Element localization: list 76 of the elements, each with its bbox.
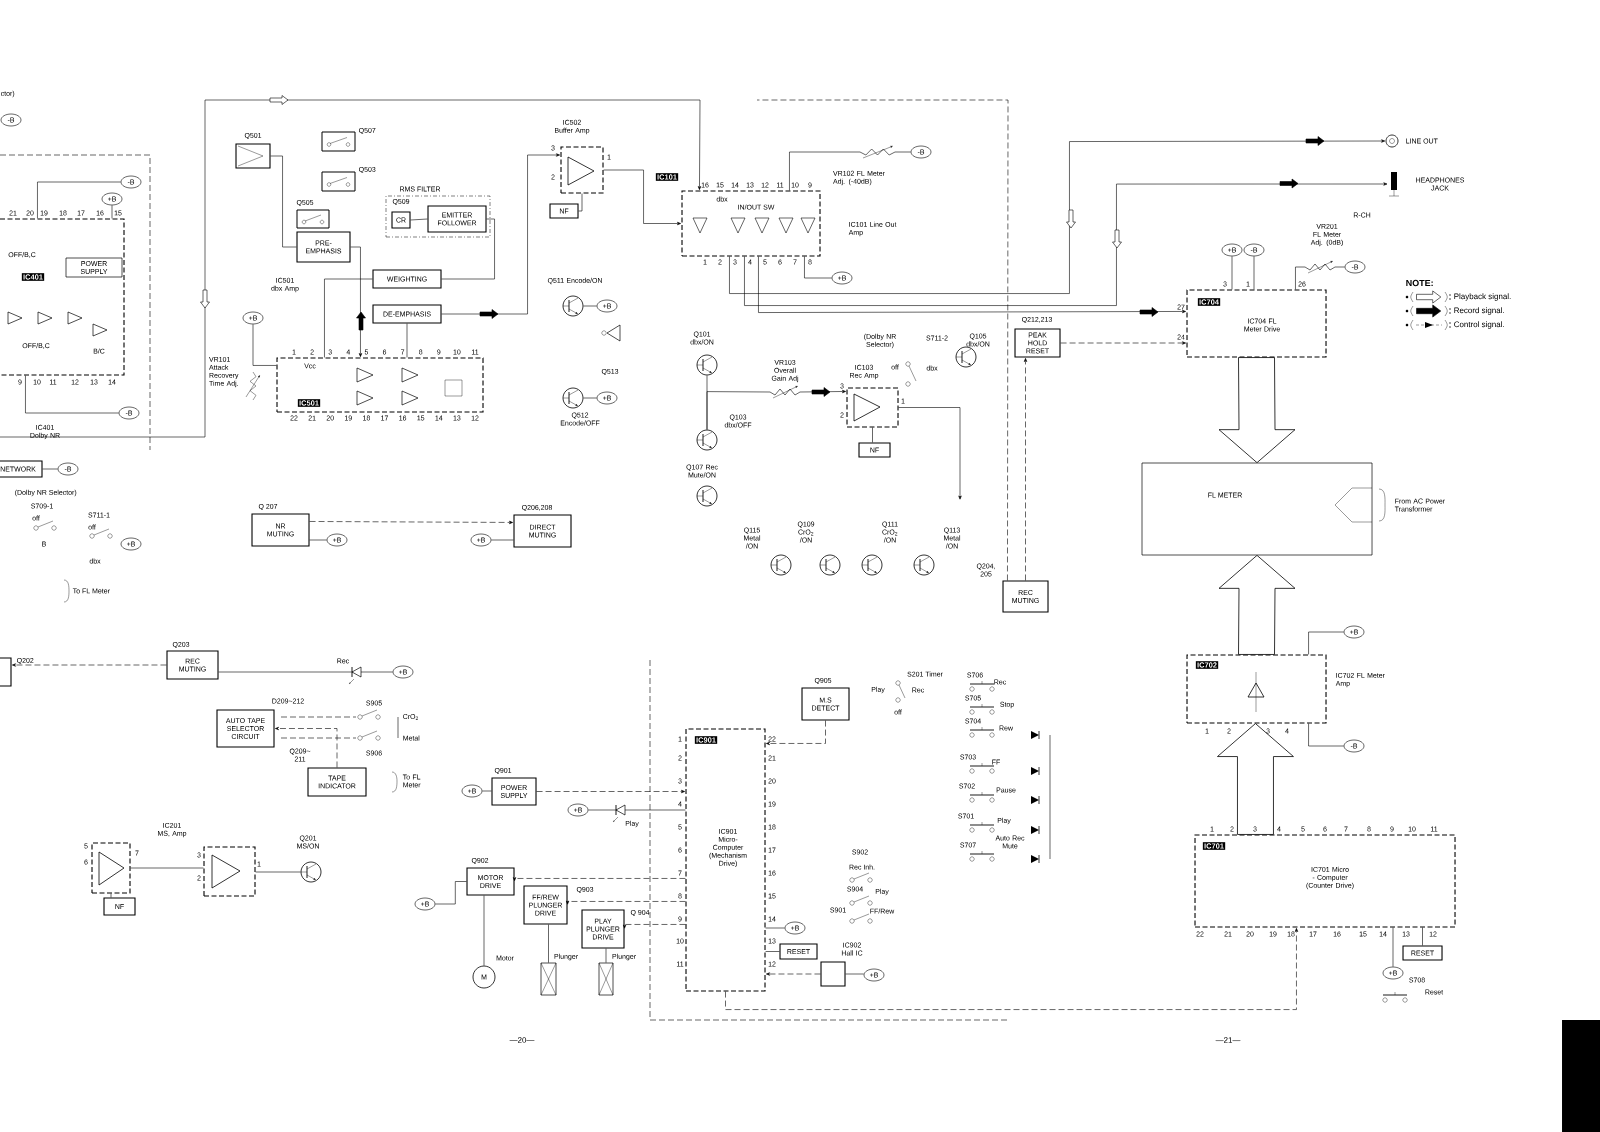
control-line bbox=[725, 928, 1299, 1010]
connector bbox=[729, 136, 1386, 294]
connector bbox=[1422, 927, 1423, 946]
connector bbox=[765, 951, 780, 952]
connector bbox=[110, 893, 112, 898]
connector bbox=[605, 948, 607, 963]
connector bbox=[350, 246, 366, 357]
connector bbox=[441, 218, 495, 280]
control-line bbox=[275, 726, 338, 768]
control-line bbox=[766, 972, 821, 976]
connector bbox=[583, 305, 597, 307]
connector bbox=[588, 804, 686, 822]
connector bbox=[1253, 256, 1255, 290]
connector bbox=[130, 867, 204, 869]
transistor-symbol bbox=[562, 387, 584, 409]
connector bbox=[406, 323, 408, 358]
transistor-symbol bbox=[770, 554, 792, 576]
transistor-symbol bbox=[861, 554, 883, 576]
connector bbox=[483, 895, 485, 966]
connector bbox=[758, 256, 1186, 317]
connector bbox=[37, 181, 121, 219]
connector bbox=[42, 468, 58, 470]
connector bbox=[25, 375, 119, 414]
control-line bbox=[565, 900, 686, 905]
connector bbox=[252, 324, 277, 366]
control-line bbox=[12, 663, 167, 667]
connector bbox=[111, 205, 113, 219]
connector bbox=[218, 666, 393, 684]
control-line bbox=[1060, 341, 1186, 345]
transistor-symbol bbox=[696, 485, 718, 507]
amplifier-block bbox=[203, 846, 256, 897]
transistor-symbol bbox=[913, 554, 935, 576]
connector bbox=[898, 407, 962, 500]
transistor-symbol bbox=[696, 429, 718, 451]
transistor-symbol bbox=[562, 295, 584, 317]
connector bbox=[1295, 261, 1345, 290]
control-line bbox=[766, 720, 826, 746]
block-arrow bbox=[1218, 554, 1296, 655]
transistor-symbol bbox=[300, 861, 322, 883]
block-arrow bbox=[1218, 357, 1296, 464]
connector bbox=[1231, 256, 1233, 290]
connector bbox=[845, 973, 864, 975]
connector bbox=[482, 790, 492, 792]
connector bbox=[789, 146, 911, 191]
transistor-symbol bbox=[819, 554, 841, 576]
connector bbox=[548, 924, 549, 963]
connector bbox=[324, 278, 373, 358]
control-line bbox=[622, 924, 686, 929]
control-line bbox=[309, 520, 513, 525]
connector bbox=[1392, 927, 1394, 967]
connector bbox=[270, 155, 297, 248]
connector bbox=[309, 539, 327, 541]
control-line bbox=[512, 877, 686, 881]
control-line bbox=[756, 99, 1009, 581]
connector bbox=[603, 169, 681, 226]
connector bbox=[706, 386, 846, 430]
connector bbox=[583, 397, 597, 399]
connector bbox=[435, 881, 467, 905]
connector bbox=[872, 427, 873, 443]
connector bbox=[491, 539, 514, 541]
connector bbox=[1308, 631, 1344, 655]
connector bbox=[744, 178, 1388, 306]
amplifier-block bbox=[91, 842, 131, 894]
control-line bbox=[536, 789, 685, 794]
transistor-symbol bbox=[955, 346, 977, 368]
connector bbox=[765, 927, 785, 929]
transistor-symbol bbox=[696, 354, 718, 376]
block-arrow bbox=[1217, 723, 1294, 835]
connector bbox=[410, 218, 428, 221]
note-heading: NOTE: bbox=[1406, 279, 1433, 287]
control-line bbox=[1023, 358, 1028, 581]
connector bbox=[1308, 723, 1344, 747]
connector bbox=[578, 193, 583, 212]
connector bbox=[441, 153, 560, 319]
connector bbox=[255, 871, 301, 873]
connector bbox=[804, 256, 832, 279]
